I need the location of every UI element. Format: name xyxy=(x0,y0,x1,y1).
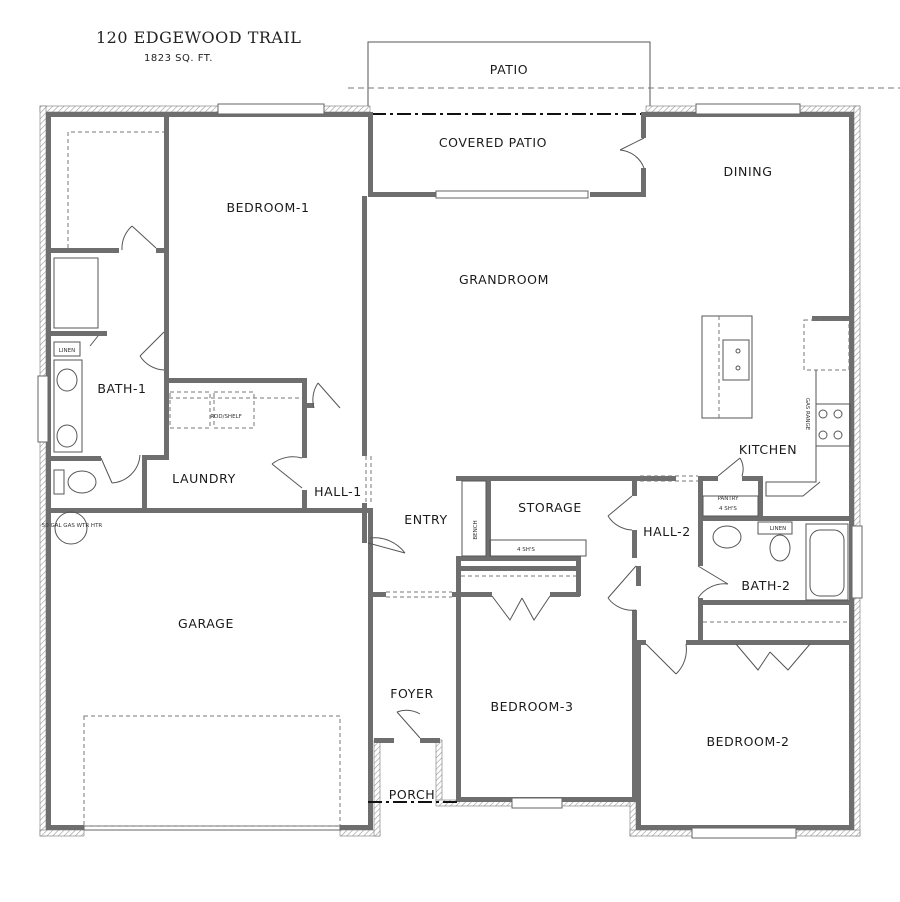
label-patio: PATIO xyxy=(490,62,528,77)
room-labels: PATIO COVERED PATIO DINING BEDROOM-1 GRA… xyxy=(97,62,797,802)
label-gas-range: GAS RANGE xyxy=(804,398,810,431)
windows xyxy=(37,103,863,839)
label-linen-2: LINEN xyxy=(770,526,786,532)
label-linen-1: LINEN xyxy=(59,348,75,354)
label-pantry: PANTRY xyxy=(717,496,739,502)
label-bath-2: BATH-2 xyxy=(741,578,790,593)
shelves xyxy=(67,131,849,623)
square-footage: 1823 SQ. FT. xyxy=(144,53,213,64)
label-bedroom-2: BEDROOM-2 xyxy=(706,734,789,749)
label-storage-shelves: 4 SH'S xyxy=(517,547,535,553)
exterior-walls xyxy=(39,105,861,837)
label-rod-shelf: ROD/SHELF xyxy=(210,414,242,420)
label-bath-1: BATH-1 xyxy=(97,381,146,396)
plan-title: 120 EDGEWOOD TRAIL xyxy=(96,28,302,47)
label-pantry-shelves: 4 SH'S xyxy=(719,506,737,512)
label-laundry: LAUNDRY xyxy=(172,471,236,486)
label-garage: GARAGE xyxy=(178,616,234,631)
label-storage: STORAGE xyxy=(518,500,582,515)
kitchen-fixtures xyxy=(701,315,851,497)
label-hall-1: HALL-1 xyxy=(314,484,362,499)
label-hall-2: HALL-2 xyxy=(643,524,691,539)
label-entry: ENTRY xyxy=(404,512,447,527)
patio-area xyxy=(348,41,900,115)
doors xyxy=(89,137,811,739)
label-foyer: FOYER xyxy=(390,686,434,701)
label-bedroom-1: BEDROOM-1 xyxy=(226,200,309,215)
walls xyxy=(46,112,854,830)
label-porch: PORCH xyxy=(389,787,436,802)
garage-parking-outline xyxy=(83,715,341,827)
label-water-heater: 50 GAL GAS WTR HTR xyxy=(42,523,103,529)
openings xyxy=(365,456,698,598)
bath2-fixtures xyxy=(712,521,849,601)
fixture-labels: LINEN LINEN ROD/SHELF BENCH 4 SH'S PANTR… xyxy=(42,348,810,553)
label-dining: DINING xyxy=(724,164,773,179)
label-bedroom-3: BEDROOM-3 xyxy=(490,699,573,714)
label-kitchen: KITCHEN xyxy=(739,442,797,457)
label-covered-patio: COVERED PATIO xyxy=(439,135,547,150)
label-bench: BENCH xyxy=(473,520,479,539)
label-grandroom: GRANDROOM xyxy=(459,272,549,287)
bath1-fixtures xyxy=(53,257,99,545)
